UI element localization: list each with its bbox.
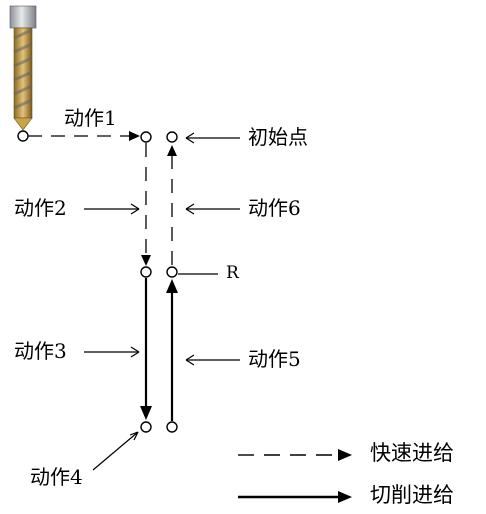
action2-label: 动作2 [14, 196, 67, 220]
legend-rapid-line [238, 449, 352, 461]
action4-label: 动作4 [30, 465, 83, 489]
initial-point-right [166, 131, 178, 143]
initial-point-left [140, 131, 152, 143]
initial-point-label: 初始点 [248, 125, 308, 149]
legend-cutting-line [238, 491, 352, 503]
bottom-point-right [166, 421, 178, 433]
r-point-label: R [226, 263, 239, 283]
legend-cutting-label: 切削进给 [370, 483, 454, 507]
r-point-right [166, 266, 178, 278]
drill-bit-icon [9, 5, 37, 131]
r-point-left [140, 266, 152, 278]
action1-path [28, 131, 140, 141]
action4-pointer [92, 431, 139, 471]
bottom-point-left [140, 421, 152, 433]
action3-path [140, 278, 152, 420]
action5-label: 动作5 [248, 347, 301, 371]
action6-path [167, 145, 177, 265]
drill-start-point [17, 130, 29, 142]
action5-path [166, 279, 178, 421]
action6-label: 动作6 [248, 196, 301, 220]
action2-path [141, 143, 151, 266]
action1-label: 动作1 [64, 106, 117, 130]
legend-rapid-label: 快速进给 [370, 441, 454, 465]
action3-label: 动作3 [14, 339, 67, 363]
